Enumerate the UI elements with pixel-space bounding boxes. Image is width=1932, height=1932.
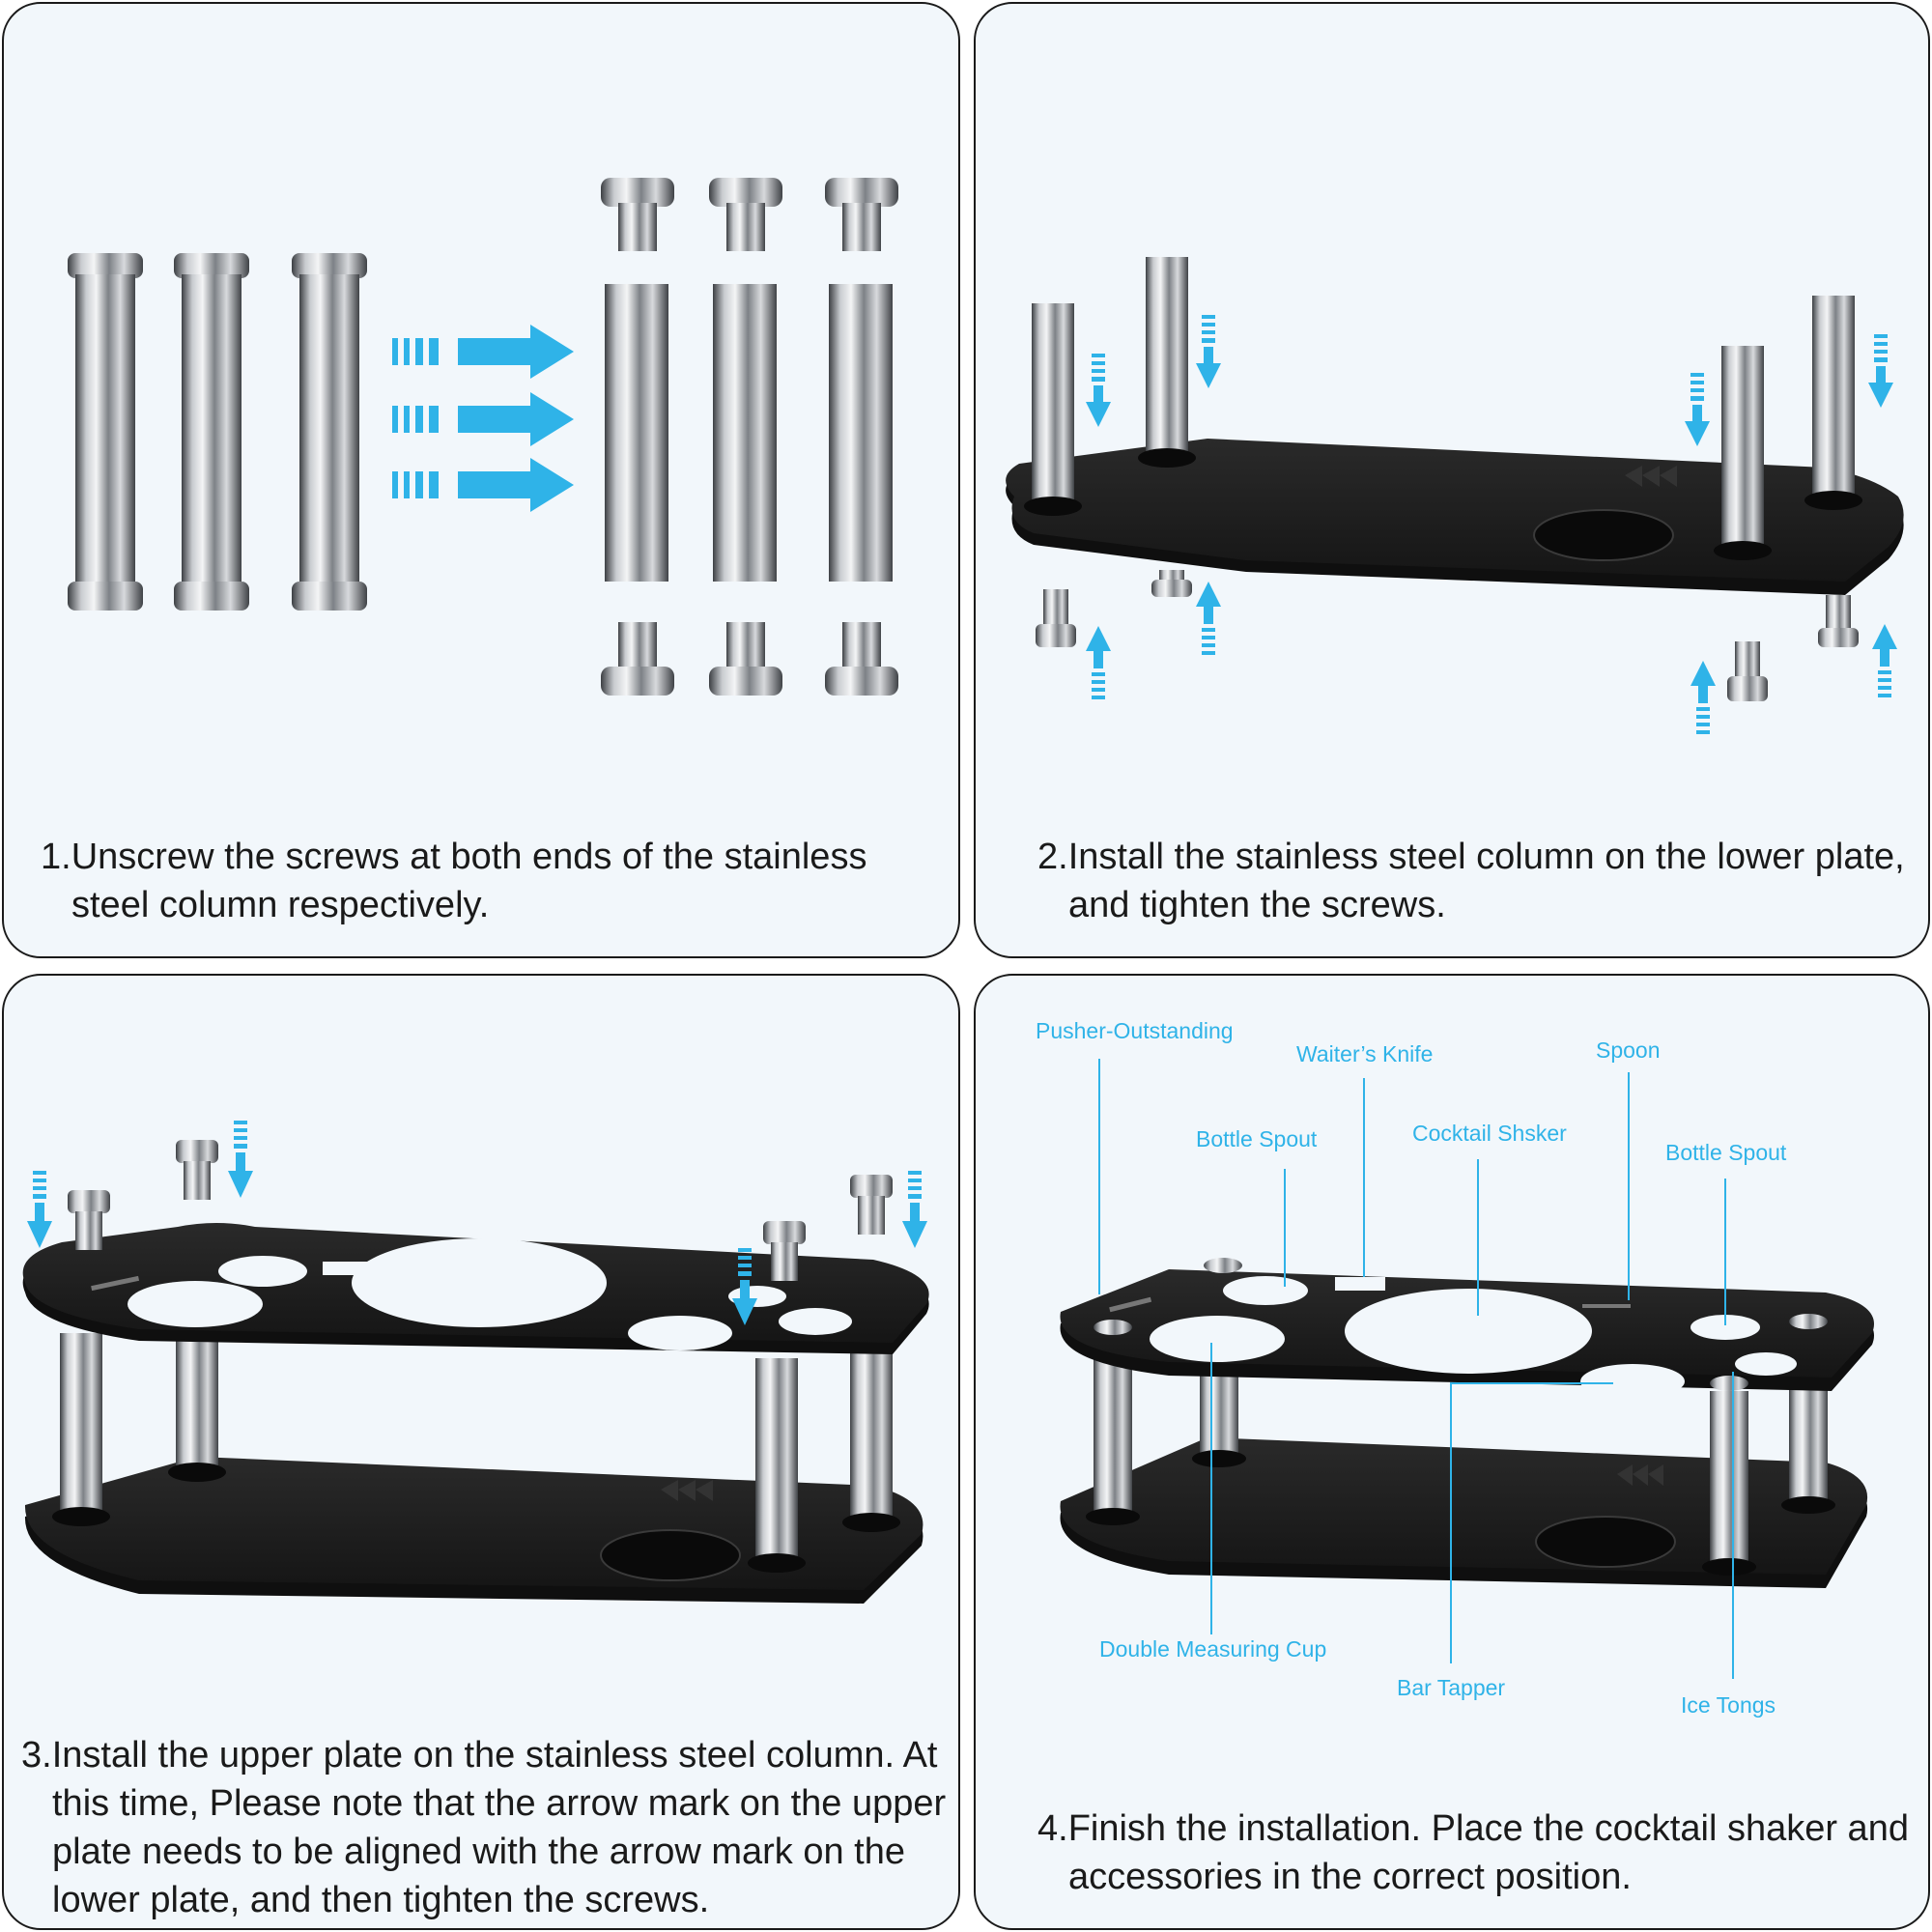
stainless-steel-column-icon: [842, 1347, 900, 1532]
cap-screw-icon: [709, 622, 782, 696]
blue-arrow-icon: [732, 1248, 757, 1325]
lower-plate-icon: [24, 1457, 923, 1604]
step-number: 1.: [41, 837, 71, 877]
callout-leader-lines: [1098, 1059, 1734, 1679]
step-number: 3.: [21, 1735, 52, 1776]
step-3-caption: 3.Install the upper plate on the stainle…: [21, 1731, 949, 1924]
step-number: 2.: [1037, 837, 1068, 877]
stainless-steel-column-icon: [292, 253, 367, 611]
cap-screw-icon: [763, 1221, 806, 1281]
step-1-caption: 1.Unscrew the screws at both ends of the…: [41, 833, 949, 929]
blue-arrow-icon: [1690, 661, 1716, 734]
stainless-steel-column-icon: [1138, 257, 1196, 468]
blue-arrow-icon: [1196, 315, 1221, 388]
step-4-panel: Pusher-Outstanding Waiter’s Knife Spoon …: [974, 974, 1930, 1930]
stainless-steel-column-icon: [1702, 1391, 1756, 1576]
blue-arrow-icon: [902, 1171, 927, 1248]
blue-arrow-icon: [1685, 373, 1710, 446]
blue-arrow-icon: [1872, 624, 1897, 697]
cap-screw-icon: [176, 1140, 218, 1200]
blue-arrow-icon: [27, 1171, 52, 1248]
step-2-illustration: [1006, 257, 1904, 734]
cap-screw-icon: [1094, 1320, 1132, 1335]
step-text: Install the stainless steel column on th…: [1067, 837, 1905, 925]
step-text: Unscrew the screws at both ends of the s…: [71, 837, 867, 925]
blue-arrow-icon: [392, 392, 574, 446]
step-2-panel: 2.Install the stainless steel column on …: [974, 2, 1930, 958]
stainless-steel-column-icon: [1714, 346, 1772, 560]
cap-screw-icon: [825, 178, 898, 251]
step-1-panel: 1.Unscrew the screws at both ends of the…: [2, 2, 960, 958]
stainless-steel-column-icon: [1804, 296, 1862, 510]
blue-arrow-icon: [1868, 334, 1893, 408]
blue-arrow-icon: [1086, 354, 1111, 427]
callout-spoon: Spoon: [1596, 1037, 1661, 1063]
callout-bottle-spout-right: Bottle Spout: [1665, 1140, 1787, 1165]
cap-screw-icon: [1204, 1258, 1242, 1273]
column-tube-icon: [605, 284, 668, 582]
step-text: Finish the installation. Place the cockt…: [1067, 1808, 1909, 1897]
blue-arrow-icon: [228, 1121, 253, 1198]
stainless-steel-column-icon: [174, 253, 249, 611]
step-4-caption: 4.Finish the installation. Place the coc…: [1037, 1804, 1926, 1901]
column-tube-icon: [713, 284, 777, 582]
cap-screw-icon: [1710, 1376, 1748, 1391]
blue-arrow-icon: [1196, 582, 1221, 655]
lower-plate-icon: [1006, 439, 1904, 595]
upper-plate-icon: [1060, 1269, 1874, 1399]
blue-arrow-icon: [1086, 626, 1111, 699]
cap-screw-icon: [1818, 595, 1859, 647]
step-number: 4.: [1037, 1808, 1068, 1849]
cap-screw-icon: [1789, 1314, 1828, 1329]
callout-waiters-knife: Waiter’s Knife: [1296, 1041, 1434, 1066]
callout-bar-tapper: Bar Tapper: [1397, 1675, 1506, 1700]
blue-arrow-icon: [392, 458, 574, 512]
cap-screw-icon: [601, 622, 674, 696]
step-4-illustration: [1060, 1059, 1874, 1679]
cap-screw-icon: [1151, 570, 1192, 597]
cap-screw-icon: [709, 178, 782, 251]
cap-screw-icon: [1727, 641, 1768, 701]
lower-plate-icon: [1060, 1437, 1868, 1588]
callout-bottle-spout-left: Bottle Spout: [1196, 1126, 1318, 1151]
stainless-steel-column-icon: [52, 1333, 110, 1526]
step-3-illustration: [22, 1121, 929, 1604]
upper-plate-icon: [22, 1223, 929, 1354]
callout-pusher: Pusher-Outstanding: [1036, 1018, 1234, 1043]
callout-cocktail-shaker: Cocktail Shsker: [1412, 1121, 1567, 1146]
step-text: Install the upper plate on the stainless…: [51, 1735, 947, 1920]
step-1-illustration: [68, 178, 898, 696]
cap-screw-icon: [1036, 589, 1076, 647]
cap-screw-icon: [850, 1175, 893, 1235]
callout-double-measuring-cup: Double Measuring Cup: [1099, 1636, 1327, 1662]
column-tube-icon: [829, 284, 893, 582]
stainless-steel-column-icon: [68, 253, 143, 611]
stainless-steel-column-icon: [1024, 303, 1082, 516]
step-3-panel: 3.Install the upper plate on the stainle…: [2, 974, 960, 1930]
callout-ice-tongs: Ice Tongs: [1681, 1692, 1776, 1718]
cap-screw-icon: [601, 178, 674, 251]
blue-arrow-icon: [392, 325, 574, 379]
stainless-steel-column-icon: [1086, 1343, 1140, 1525]
step-2-caption: 2.Install the stainless steel column on …: [1037, 833, 1907, 929]
stainless-steel-column-icon: [748, 1358, 806, 1573]
cap-screw-icon: [825, 622, 898, 696]
cap-screw-icon: [68, 1190, 110, 1250]
